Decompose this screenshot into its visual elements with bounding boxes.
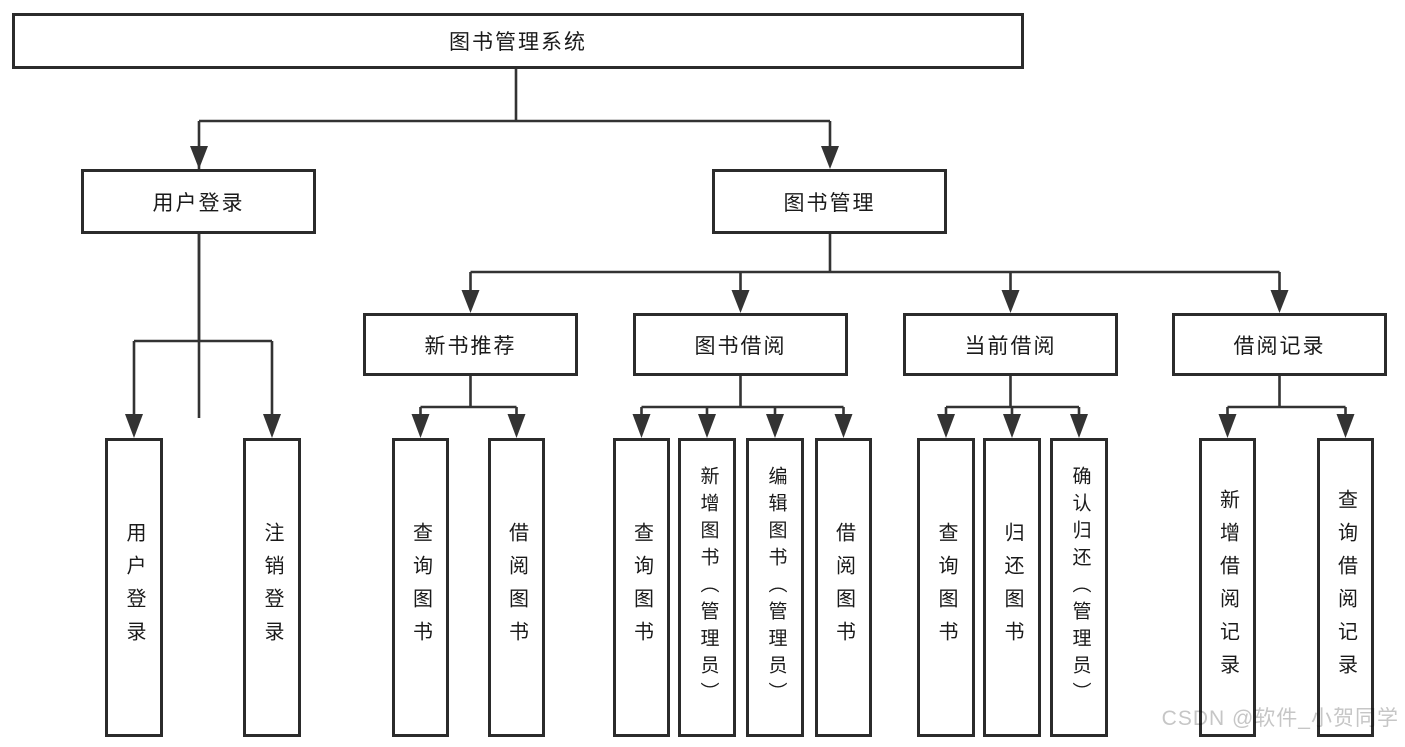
leaf-user-login-label: 用户登录 — [123, 521, 145, 654]
leaf-cb-return-books: 归还图书 — [983, 438, 1041, 737]
node-book-borrow: 图书借阅 — [633, 313, 848, 376]
node-user-login-label: 用户登录 — [152, 191, 245, 215]
node-new-book-recommend-label: 新书推荐 — [424, 334, 517, 358]
leaf-bb-borrow-books: 借阅图书 — [815, 438, 872, 737]
connector-book-borrow-split — [640, 376, 845, 417]
node-root-label: 图书管理系统 — [449, 31, 587, 54]
leaf-bb-add-books-admin: 新增图书（管理员） — [678, 438, 736, 737]
leaf-br-add-record: 新增借阅记录 — [1199, 438, 1256, 737]
node-borrow-records-label: 借阅记录 — [1233, 334, 1326, 358]
connector-user-login-split — [132, 234, 274, 416]
leaf-cb-confirm-return-admin-label: 确认归还（管理员） — [1069, 466, 1091, 709]
node-root: 图书管理系统 — [12, 13, 1024, 69]
connector-new-books-split — [419, 376, 518, 417]
node-borrow-records: 借阅记录 — [1172, 313, 1387, 376]
leaf-cb-query-books-label: 查询图书 — [935, 521, 957, 654]
connector-records-split — [1226, 376, 1347, 417]
node-new-book-recommend: 新书推荐 — [363, 313, 578, 376]
node-book-management: 图书管理 — [712, 169, 947, 234]
leaf-bb-edit-books-admin: 编辑图书（管理员） — [746, 438, 804, 737]
leaf-bb-edit-books-admin-label: 编辑图书（管理员） — [765, 466, 787, 709]
leaf-br-query-record: 查询借阅记录 — [1317, 438, 1374, 737]
leaf-nb-borrow-books-label: 借阅图书 — [505, 521, 528, 654]
node-current-borrow: 当前借阅 — [903, 313, 1118, 376]
leaf-br-add-record-label: 新增借阅记录 — [1216, 488, 1239, 687]
node-user-login: 用户登录 — [81, 169, 316, 234]
leaf-cb-query-books: 查询图书 — [917, 438, 975, 737]
csdn-watermark: CSDN @软件_小贺同学 — [1161, 707, 1399, 730]
leaf-bb-add-books-admin-label: 新增图书（管理员） — [697, 466, 719, 709]
node-current-borrow-label: 当前借阅 — [964, 334, 1057, 358]
connector-current-borrow-split — [944, 376, 1081, 417]
node-book-management-label: 图书管理 — [783, 191, 876, 215]
leaf-br-query-record-label: 查询借阅记录 — [1334, 488, 1357, 687]
leaf-logout-label: 注销登录 — [261, 521, 283, 654]
leaf-bb-query-books-label: 查询图书 — [630, 521, 653, 654]
leaf-cb-return-books-label: 归还图书 — [1001, 521, 1023, 654]
leaf-nb-query-books-label: 查询图书 — [409, 521, 432, 654]
leaf-logout: 注销登录 — [243, 438, 301, 737]
node-book-borrow-label: 图书借阅 — [694, 334, 787, 358]
leaf-nb-query-books: 查询图书 — [392, 438, 449, 737]
leaf-bb-borrow-books-label: 借阅图书 — [832, 521, 855, 654]
leaf-user-login: 用户登录 — [105, 438, 163, 737]
connector-book-mgmt-to-level3 — [469, 234, 1281, 292]
leaf-nb-borrow-books: 借阅图书 — [488, 438, 545, 737]
leaf-cb-confirm-return-admin: 确认归还（管理员） — [1050, 438, 1108, 737]
leaf-bb-query-books: 查询图书 — [613, 438, 670, 737]
